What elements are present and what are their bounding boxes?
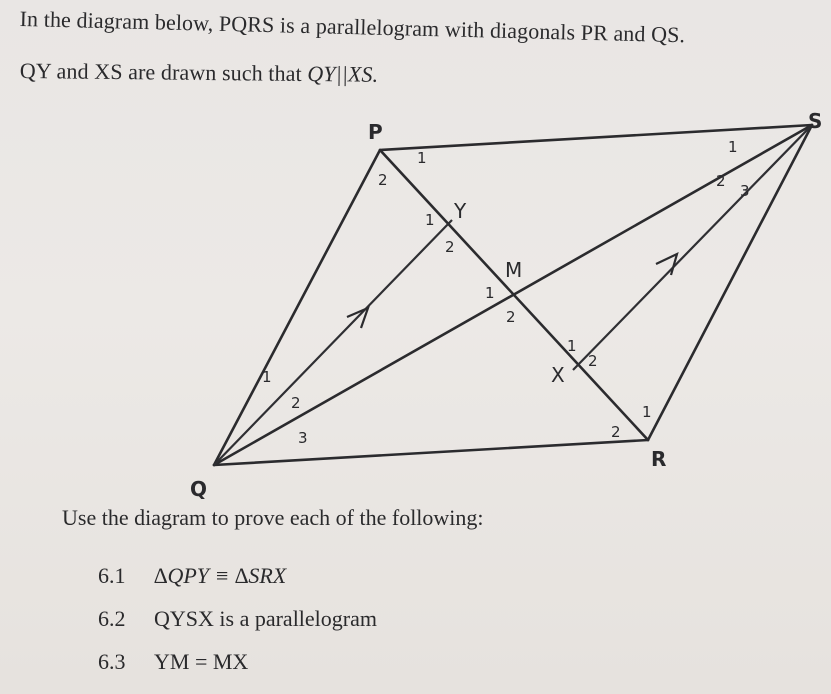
task-statement: ∆QPY ≡ ∆SRX: [154, 563, 287, 588]
angle-label-Y1: 1: [425, 211, 435, 229]
task-instruction: Use the diagram to prove each of the fol…: [62, 505, 484, 530]
angle-label-P1: 1: [417, 149, 427, 167]
side-RS: [646, 123, 814, 442]
angle-label-S1: 1: [728, 138, 738, 156]
parallel-arrow-QY: [346, 306, 370, 329]
angle-label-Q3: 3: [298, 429, 308, 447]
task-number: 6.1: [98, 563, 126, 588]
side-PS: [378, 123, 814, 152]
vertex-label-M: M: [505, 258, 522, 282]
angle-label-Q2: 2: [291, 394, 301, 412]
angle-label-R1: 1: [642, 403, 652, 421]
task-statement: QYSX is a parallelogram: [154, 606, 377, 631]
vertex-label-R: R: [651, 447, 666, 471]
task-number: 6.3: [98, 649, 126, 674]
angle-label-X1: 1: [567, 337, 577, 355]
angle-label-P2: 2: [378, 171, 388, 189]
angle-label-R2: 2: [611, 423, 621, 441]
angle-label-Y2: 2: [445, 238, 455, 256]
vertex-label-Y: Y: [453, 199, 467, 223]
side-PQ: [212, 148, 382, 467]
diagonal-QS: [212, 123, 814, 467]
angle-label-S2: 2: [716, 172, 726, 190]
task-number: 6.2: [98, 606, 126, 631]
angle-label-M1: 1: [485, 284, 495, 302]
vertex-label-X: X: [551, 363, 565, 387]
task-item-6-2: 6.2 QYSX is a parallelogram: [98, 606, 377, 632]
side-QR: [212, 438, 650, 467]
task-item-6-3: 6.3 YM = MX: [98, 649, 248, 675]
task-statement: YM = MX: [154, 649, 249, 674]
parallel-arrow-XS: [655, 251, 679, 276]
task-item-6-1: 6.1 ∆QPY ≡ ∆SRX: [98, 563, 286, 589]
angle-label-S3: 3: [740, 182, 750, 200]
segment-XS: [572, 124, 813, 371]
segment-QY: [213, 219, 453, 466]
angle-label-X2: 2: [588, 352, 598, 370]
vertex-label-P: P: [368, 120, 383, 144]
vertex-label-S: S: [808, 109, 822, 133]
angle-label-Q1: 1: [262, 368, 272, 386]
vertex-label-Q: Q: [190, 477, 207, 501]
angle-label-M2: 2: [506, 308, 516, 326]
